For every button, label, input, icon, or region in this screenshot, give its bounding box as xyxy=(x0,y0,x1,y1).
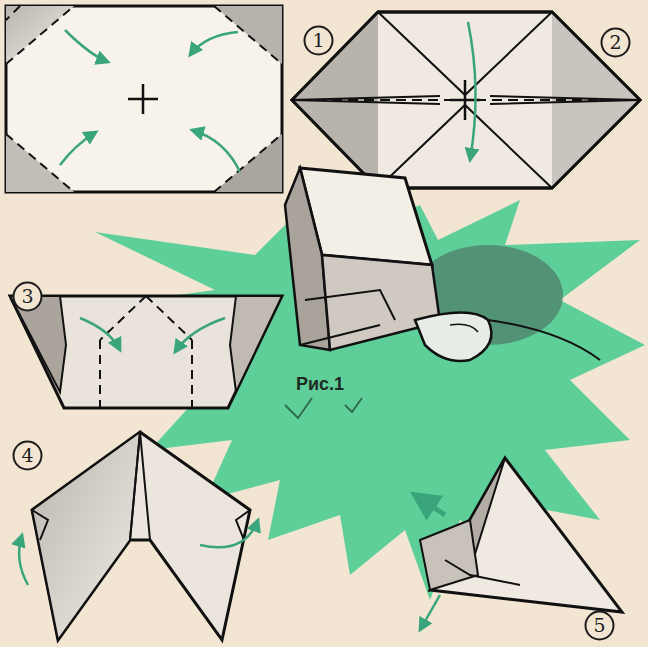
tick-marks xyxy=(285,398,362,418)
circle-outline-shape xyxy=(14,442,42,470)
step-4-diamond xyxy=(19,432,258,640)
step-number: 5 xyxy=(584,610,615,641)
step-2-folded xyxy=(292,12,640,188)
step-number-text: 1 xyxy=(312,31,324,50)
step-number-text: 2 xyxy=(609,33,621,52)
circle-outline-shape xyxy=(305,27,333,55)
step-number-text: 4 xyxy=(21,446,33,465)
step-number: 3 xyxy=(12,281,43,312)
hand-with-model xyxy=(285,168,600,361)
circle-outline-shape xyxy=(586,612,614,640)
step-1-sheet xyxy=(6,6,282,192)
step-3-boat xyxy=(10,296,282,408)
step-number: 2 xyxy=(600,27,631,58)
figure-label: Рис.1 xyxy=(296,374,344,395)
step-number: 4 xyxy=(12,440,43,471)
step-number: 1 xyxy=(303,25,334,56)
circle-outline-shape xyxy=(14,283,42,311)
circle-outline-shape xyxy=(602,29,630,57)
step-5-model xyxy=(415,458,622,630)
step-number-text: 3 xyxy=(21,287,33,306)
step-number-text: 5 xyxy=(593,616,605,635)
